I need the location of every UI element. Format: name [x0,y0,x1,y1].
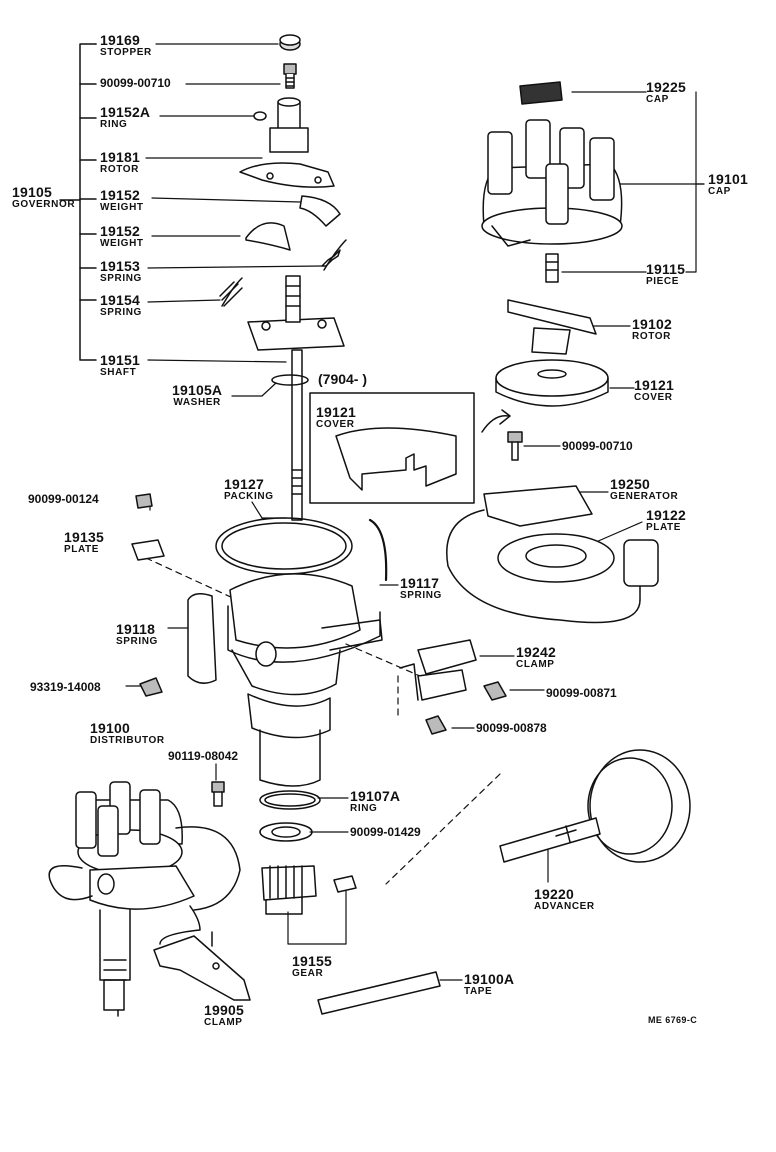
label-90119-08042: 90119-08042 [168,749,239,763]
distributor-housing-drawing [215,517,388,787]
weight-drawing-2 [245,222,291,251]
shaft-drawing [247,275,345,521]
label-90099-01429: 90099-01429 [350,825,421,839]
dust-cover-drawing [495,359,609,407]
label-90099-00871: 90099-00871 [546,686,617,700]
bolt-drawing-1 [139,677,163,697]
rotor-drawing [507,299,597,355]
weight-drawing-1 [299,195,341,227]
label-90099-00710-a: 90099-00710 [100,76,171,90]
governor-rotor-drawing [239,97,335,188]
cap-insert-drawing [519,81,563,105]
stopper-drawing [279,34,301,51]
washer-drawing [271,374,309,386]
lead-clamp-drawing [399,639,477,701]
spring-drawing-1 [321,239,347,271]
small-plate-drawing [131,539,165,561]
o-ring-drawing [259,790,321,810]
washer-drawing-2 [259,822,313,842]
governor-bracket [59,43,97,361]
spring-drawing-2 [219,277,243,307]
assembled-distributor-drawing [48,781,241,1017]
leader-lines [125,43,705,999]
drawing-code: ME 6769-C [648,1015,698,1025]
carbon-piece-drawing [545,253,559,283]
inset-box [309,392,511,504]
bolt-drawing-4 [135,493,153,509]
generator-plate-drawing [497,533,615,583]
screw-drawing [283,63,297,89]
bolt-drawing-5 [211,781,225,807]
inset-code: (7904- ) [318,371,368,387]
label-90099-00710-b: 90099-00710 [562,439,633,453]
screw-drawing-2 [507,431,523,461]
distributor-cap-drawing [481,119,623,247]
alignment-dashes [145,557,501,885]
signal-generator-drawing [446,485,659,624]
label-90099-00878: 90099-00878 [476,721,547,735]
bolt-drawing-2 [483,681,507,701]
label-90099-00124: 90099-00124 [28,492,99,506]
label-93319-14008: 93319-14008 [30,680,101,694]
drive-gear-drawing [261,865,357,915]
spring-clip-drawing [187,593,217,684]
tape-drawing [317,971,441,1015]
bolt-drawing-3 [425,715,447,735]
hold-down-clamp-drawing [153,931,251,1001]
ring-drawing [253,111,267,121]
vacuum-advancer-drawing [499,749,691,863]
